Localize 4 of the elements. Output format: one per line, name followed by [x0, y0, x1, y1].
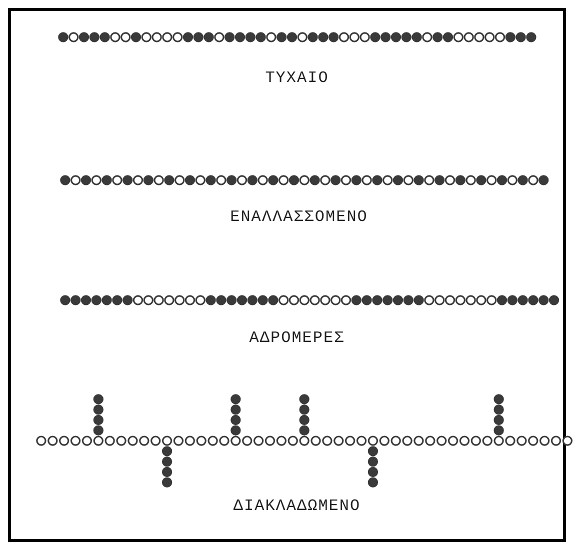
- chain-label: ΤΥΧΑΙΟ: [265, 69, 329, 87]
- chain-label: ΔΙΑΚΛΑΔΩΜΕΝΟ: [233, 497, 361, 515]
- chain-label: ΑΔΡΟΜΕΡΕΣ: [249, 329, 345, 347]
- chain-label: ΕΝΑΛΛΑΣΣΟΜΕΝΟ: [230, 208, 368, 226]
